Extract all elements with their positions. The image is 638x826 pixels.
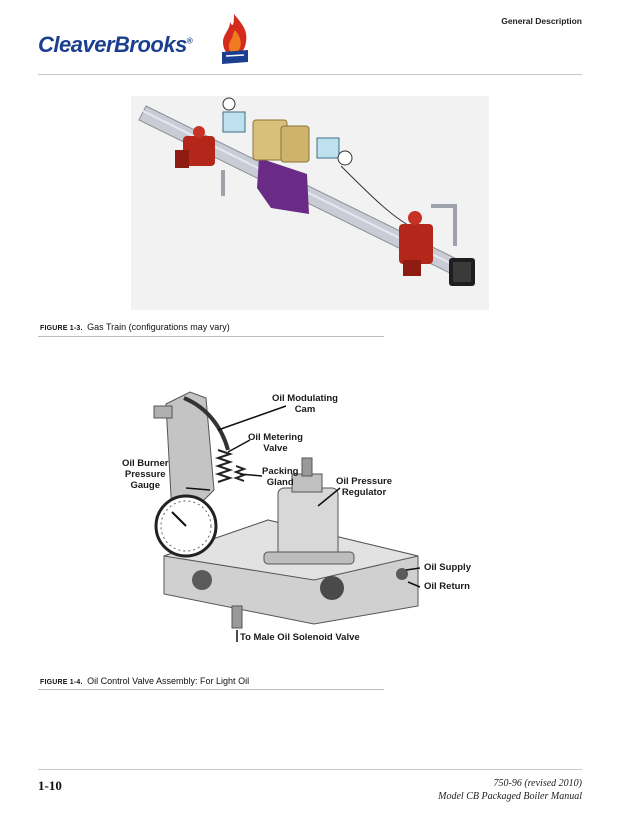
oil-control-valve-figure: Oil Modulating Cam Oil Metering Valve Oi… <box>118 380 488 650</box>
header-divider <box>38 74 582 75</box>
figure-caption-text: Gas Train (configurations may vary) <box>87 322 230 332</box>
figure-1-4-caption: FIGURE 1-4. Oil Control Valve Assembly: … <box>40 676 249 686</box>
document-title: Model CB Packaged Boiler Manual <box>438 791 582 802</box>
oil-return-label: Oil Return <box>424 581 470 592</box>
figure-number: FIGURE 1-3. <box>40 325 83 332</box>
cleaver-brooks-logo: CleaverBrooks® <box>38 10 253 68</box>
page-number: 1-10 <box>38 778 62 793</box>
oil-control-valve-illustration <box>153 391 421 642</box>
oil-burner-pressure-gauge-label: Oil Burner Pressure Gauge <box>122 458 169 491</box>
gas-train-illustration <box>131 96 489 310</box>
oil-supply-label: Oil Supply <box>424 562 471 573</box>
document-number: 750-96 (revised 2010) <box>493 778 583 789</box>
oil-modulating-cam-label: Oil Modulating Cam <box>272 393 338 415</box>
figure-caption-text: Oil Control Valve Assembly: For Light Oi… <box>87 676 250 686</box>
logo-registered-mark: ® <box>186 36 193 46</box>
oil-metering-valve-label: Oil Metering Valve <box>248 432 303 454</box>
caption-divider <box>38 689 384 690</box>
to-male-oil-solenoid-valve-label: To Male Oil Solenoid Valve <box>240 632 360 643</box>
flame-icon <box>222 14 248 64</box>
figure-1-3-caption: FIGURE 1-3. Gas Train (configurations ma… <box>40 322 230 332</box>
logo-wordmark: CleaverBrooks® <box>38 32 193 58</box>
section-title: General Description <box>501 16 582 26</box>
logo-text: CleaverBrooks <box>38 32 187 57</box>
oil-pressure-regulator-label: Oil Pressure Regulator <box>336 476 392 498</box>
figure-number: FIGURE 1-4. <box>40 679 83 686</box>
packing-gland-label: Packing Gland <box>262 466 299 488</box>
caption-divider <box>38 336 384 337</box>
footer-divider <box>38 769 582 770</box>
